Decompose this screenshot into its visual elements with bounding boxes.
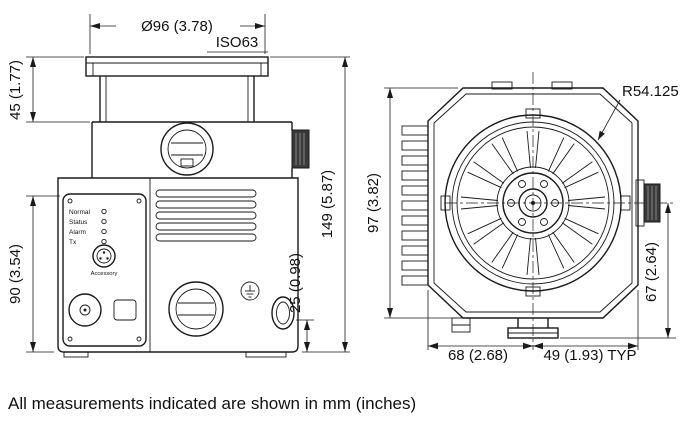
led-tx-icon xyxy=(101,238,107,245)
led-alarm-icon xyxy=(101,228,107,235)
rotor xyxy=(440,108,631,297)
controller-panel: Normal Status Alarm Tx xyxy=(62,193,147,347)
led-row-status: Status xyxy=(69,218,107,226)
led-status-icon xyxy=(101,218,107,225)
vent-valve-knob xyxy=(291,129,310,169)
dim-overall-height: 149 (5.87) xyxy=(270,56,350,353)
led-label-tx: Tx xyxy=(69,239,77,246)
exhaust-flange xyxy=(507,318,559,339)
dim-diameter-label: Ø96 (3.78) xyxy=(141,18,213,35)
dim-exhaust-height: 25 (0.98) xyxy=(287,253,314,352)
dim-exhaust-height-label: 25 (0.98) xyxy=(287,253,304,313)
foot-left xyxy=(63,351,89,358)
led-row-normal: Normal xyxy=(69,208,107,216)
led-row-tx: Tx xyxy=(69,238,107,246)
dim-flange-offset-label: 67 (2.64) xyxy=(643,242,660,302)
dim-flange-callout: ISO63 xyxy=(207,34,268,53)
cooling-fins xyxy=(401,125,429,286)
neck xyxy=(99,76,255,122)
aux-port xyxy=(113,299,137,321)
led-label-normal: Normal xyxy=(69,209,91,216)
radius-callout: R54.125 xyxy=(597,83,679,141)
led-label-status: Status xyxy=(69,219,88,226)
dim-width-right-label: 49 (1.93) TYP xyxy=(543,347,636,364)
dim-width: 68 (2.68) 49 (1.93) TYP xyxy=(427,290,639,364)
dim-body-height-label: 90 (3.54) xyxy=(7,244,24,304)
ground-symbol-icon xyxy=(240,281,260,301)
dim-diameter: Ø96 (3.78) xyxy=(89,14,266,54)
power-connector xyxy=(68,293,102,327)
bottom-port-knob xyxy=(168,281,224,337)
front-view: Ø96 (3.78) ISO63 xyxy=(7,14,350,358)
purge-port xyxy=(160,122,214,176)
accessory-connector xyxy=(92,244,116,268)
inlet-flange xyxy=(85,56,269,77)
ring-tabs xyxy=(440,108,631,297)
lower-body: Normal Status Alarm Tx xyxy=(57,177,299,358)
dim-neck-height: 45 (1.77) xyxy=(7,56,90,123)
dim-overall-height-label: 149 (5.87) xyxy=(319,170,336,238)
dim-width-left-label: 68 (2.68) xyxy=(448,347,508,364)
vent-grille xyxy=(155,189,257,242)
side-view: R54.125 97 (3.82) xyxy=(365,72,679,364)
dim-side-height-label: 97 (3.82) xyxy=(365,173,382,233)
measurements-caption: All measurements indicated are shown in … xyxy=(8,394,416,413)
centerlines xyxy=(445,72,676,350)
dim-side-height: 97 (3.82) xyxy=(365,87,458,319)
led-row-alarm: Alarm xyxy=(69,228,107,236)
mounting-foot xyxy=(451,317,471,333)
accessory-label: Accessory xyxy=(91,271,118,277)
hub-bolts xyxy=(507,180,559,226)
led-label-alarm: Alarm xyxy=(69,229,86,236)
foot-right xyxy=(245,351,287,358)
radius-label: R54.125 xyxy=(622,83,679,100)
side-vent-knob xyxy=(635,179,661,227)
mid-body xyxy=(91,121,310,178)
flange-type-label: ISO63 xyxy=(216,34,259,51)
dim-flange-offset: 67 (2.64) xyxy=(560,203,676,339)
dim-neck-height-label: 45 (1.77) xyxy=(7,60,24,120)
exhaust-port xyxy=(271,296,295,330)
dim-body-height: 90 (3.54) xyxy=(7,195,60,353)
led-normal-icon xyxy=(101,208,107,215)
